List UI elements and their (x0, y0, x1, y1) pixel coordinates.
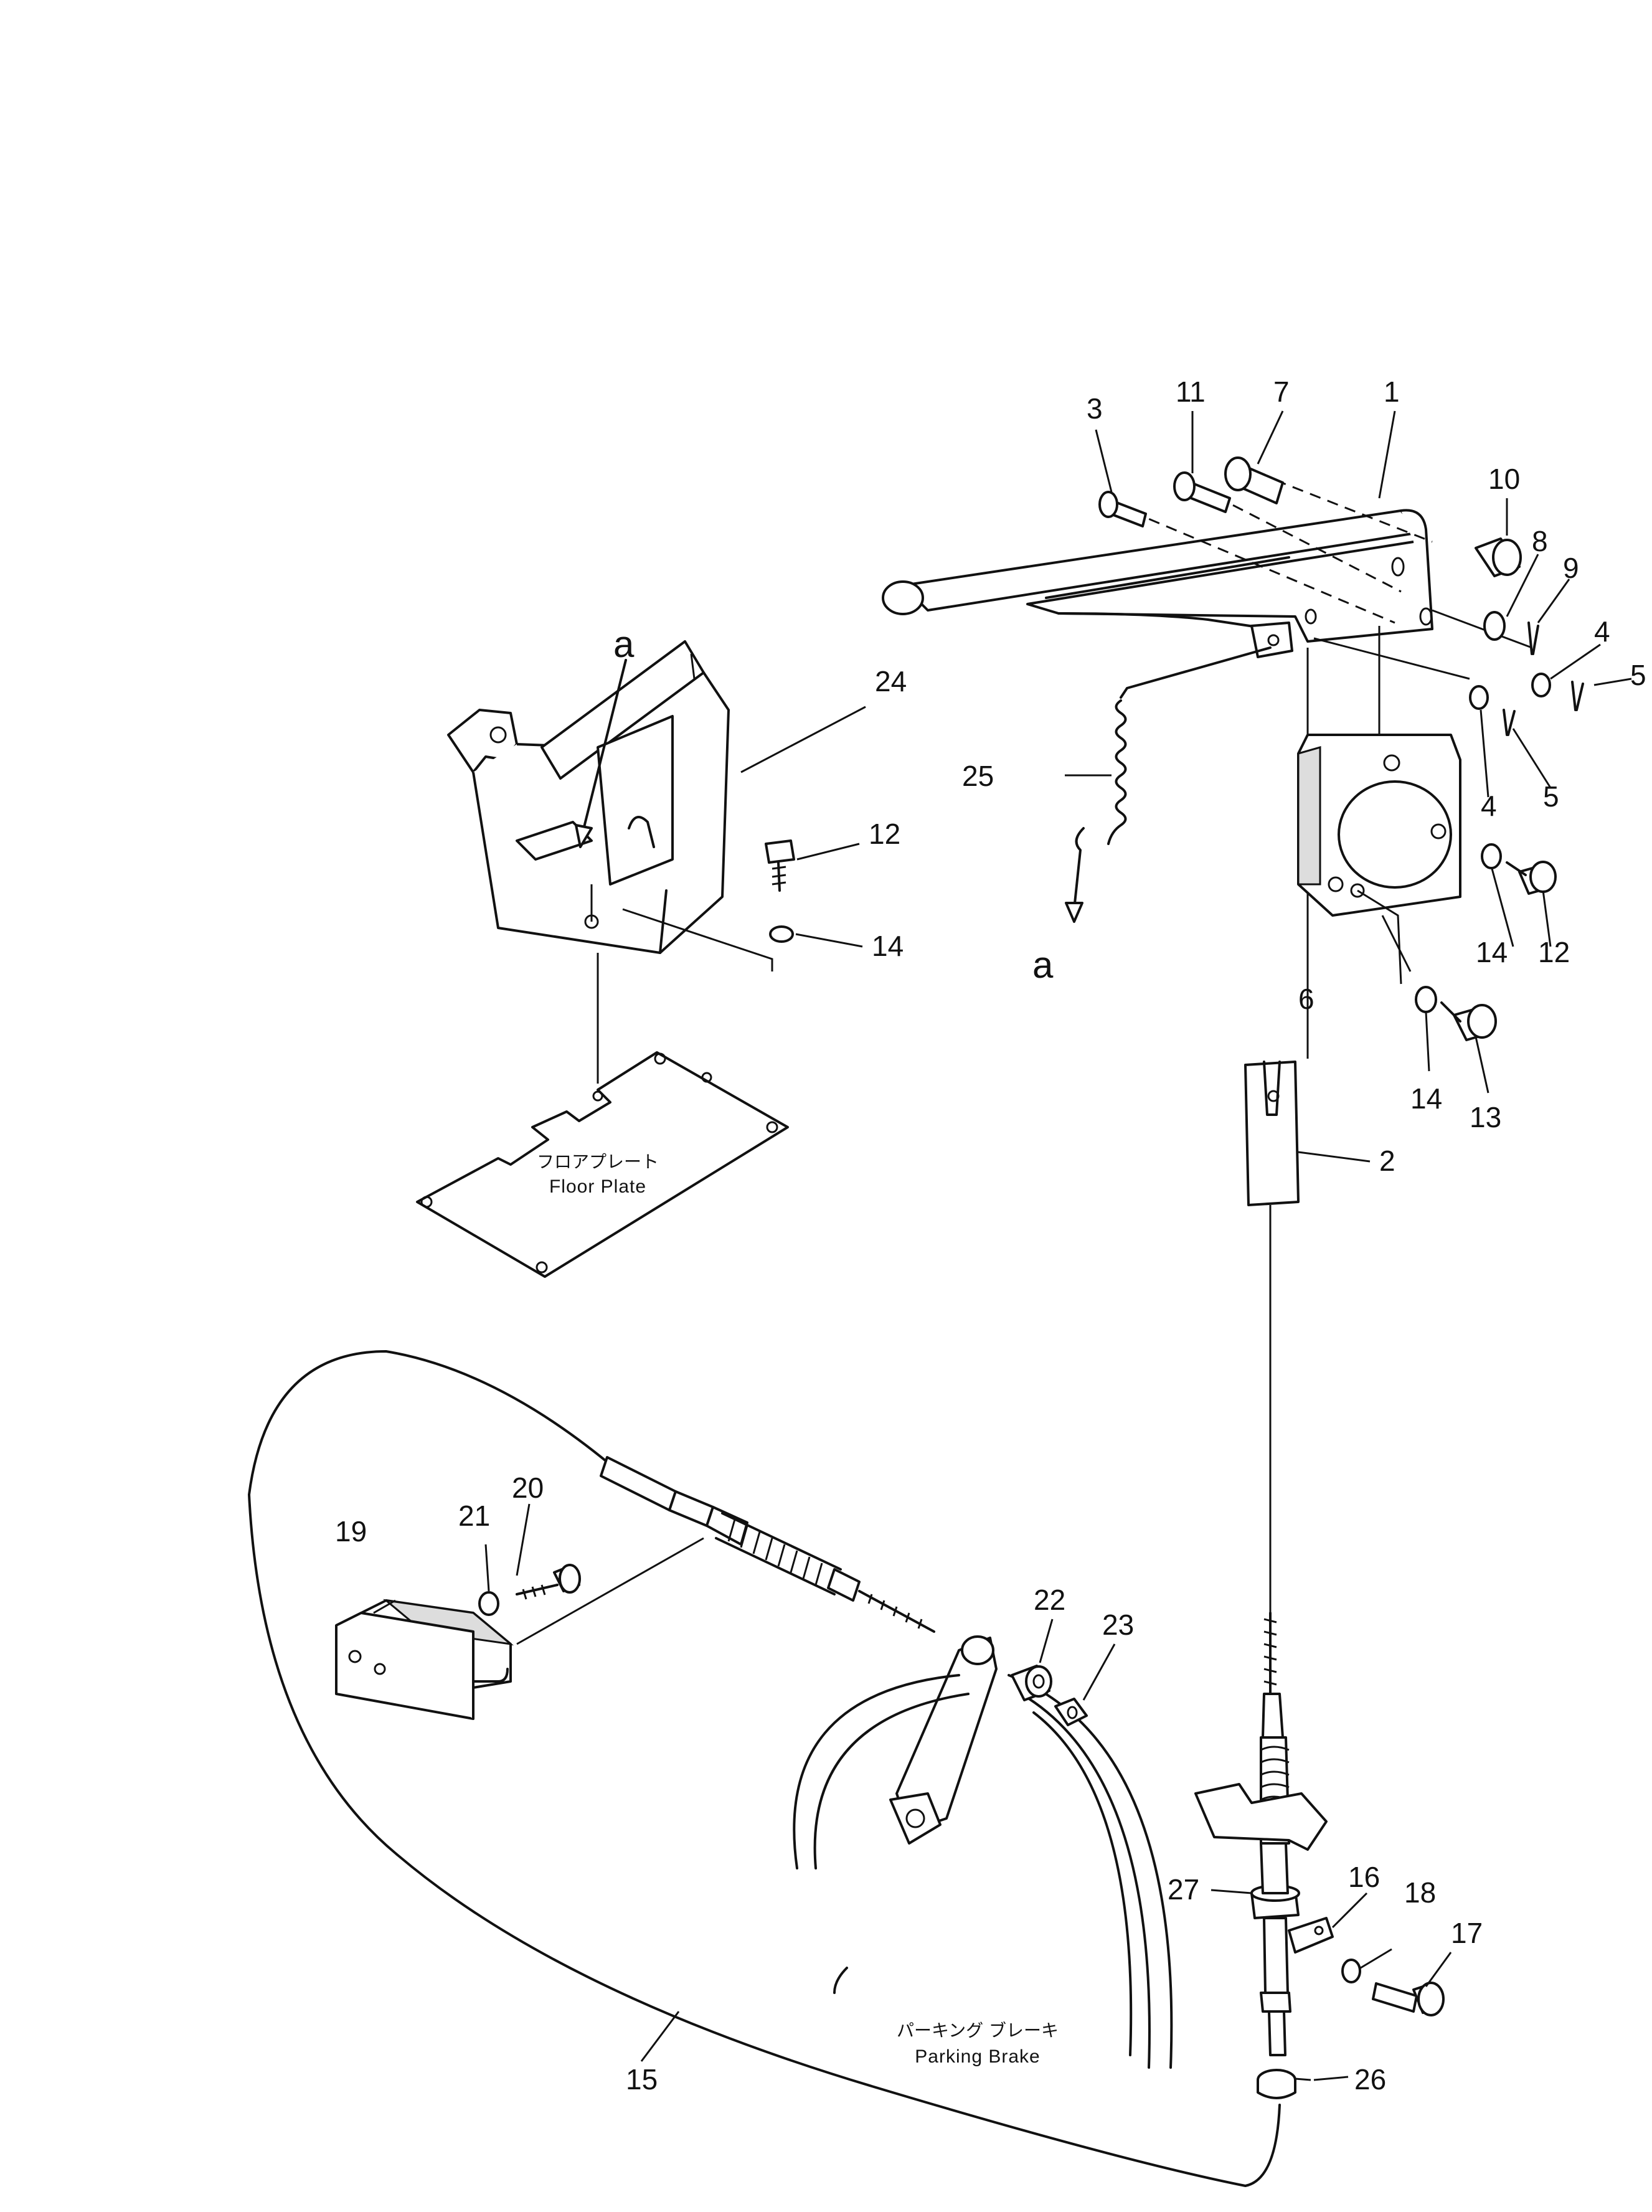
washer-21 (478, 1591, 499, 1616)
pin-11 (1173, 471, 1231, 513)
callout-4-upper: 4 (1594, 615, 1610, 648)
callout-16: 16 (1348, 1861, 1380, 1893)
pin-3 (1098, 491, 1147, 527)
callout-11: 11 (1176, 376, 1206, 408)
callout-27: 27 (1168, 1873, 1199, 1906)
parking-brake-caption-jp: パーキング ブレーキ (897, 2020, 1059, 2041)
parking-brake-drum: パーキング ブレーキ Parking Brake (793, 1674, 1173, 2069)
washer-18 (1341, 1959, 1361, 1983)
reference-arrow-a-upper (581, 659, 627, 836)
callout-17: 17 (1451, 1917, 1483, 1949)
nut-22 (1011, 1665, 1052, 1701)
callout-10: 10 (1488, 463, 1520, 495)
floor-plate-caption-en: Floor Plate (549, 1176, 646, 1197)
washer-8 (1483, 611, 1506, 641)
callout-numbers: 3 11 7 1 10 8 9 4 5 4 5 14 12 6 14 13 2 … (335, 376, 1646, 2096)
washer-4-upper (1531, 673, 1551, 697)
parking-brake-caption-en: Parking Brake (915, 2046, 1040, 2067)
callout-21: 21 (458, 1500, 490, 1532)
bracket-19 (335, 1599, 514, 1720)
callout-8: 8 (1532, 525, 1548, 557)
callout-23: 23 (1102, 1609, 1134, 1641)
callout-25: 25 (962, 760, 994, 792)
callout-15: 15 (626, 2063, 658, 2096)
bracket-16 (1288, 1917, 1334, 1954)
cotter-5-lower (1503, 709, 1516, 736)
callout-24: 24 (875, 665, 907, 697)
bolt-17 (1372, 1982, 1445, 2016)
leader-lines (373, 410, 1632, 2081)
washer-14-left (769, 925, 794, 943)
callout-14-left: 14 (872, 930, 904, 962)
lower-cable-assembly (1194, 1205, 1328, 2099)
cable-15-loop (248, 1350, 1281, 2187)
cable-rod (516, 1456, 935, 1645)
support-24 (447, 640, 773, 1084)
callout-5-lower: 5 (1543, 780, 1559, 813)
reference-marker-a-upper: a (613, 623, 635, 665)
cotter-9 (1527, 622, 1539, 655)
callout-4-lower: 4 (1481, 790, 1497, 822)
callout-6: 6 (1298, 983, 1315, 1015)
callout-5-upper: 5 (1630, 659, 1646, 691)
reference-marker-a-lower: a (1032, 944, 1054, 986)
callout-12-left: 12 (869, 818, 900, 850)
callout-1: 1 (1384, 376, 1400, 408)
callout-14-low: 14 (1410, 1082, 1442, 1115)
bolt-12-right (1506, 861, 1557, 895)
callout-22: 22 (1034, 1584, 1065, 1616)
collar-10 (1475, 537, 1522, 577)
bracket-plate-6 (1297, 734, 1461, 985)
callout-12-right: 12 (1538, 936, 1570, 968)
pin-7 (1224, 456, 1284, 504)
callout-19: 19 (335, 1515, 367, 1548)
callout-7: 7 (1273, 376, 1290, 408)
callout-20: 20 (512, 1472, 544, 1504)
brake-arm (889, 1635, 998, 1845)
bolt-20 (516, 1564, 581, 1600)
floor-plate-caption-jp: フロアプレート (537, 1151, 659, 1172)
callout-2: 2 (1379, 1145, 1395, 1177)
callout-26: 26 (1354, 2063, 1386, 2096)
washer-14-mid (1481, 843, 1502, 869)
washer-4-lower (1469, 685, 1489, 710)
callout-9: 9 (1563, 552, 1579, 584)
washer-14-low (1415, 986, 1437, 1013)
bolt-13 (1440, 1001, 1497, 1041)
callout-13: 13 (1470, 1101, 1501, 1133)
reference-arrow-head-a-upper (575, 824, 593, 848)
spring-25 (1065, 646, 1272, 923)
floor-plate: フロアプレート Floor Plate (416, 1051, 789, 1278)
callout-14-mid: 14 (1476, 936, 1508, 968)
clevis-2 (1244, 1061, 1300, 1206)
nut-23 (1054, 1698, 1088, 1726)
bolt-12-left (765, 839, 795, 892)
cotter-5-upper (1571, 681, 1584, 711)
callout-3: 3 (1087, 392, 1103, 425)
callout-18: 18 (1404, 1876, 1436, 1909)
